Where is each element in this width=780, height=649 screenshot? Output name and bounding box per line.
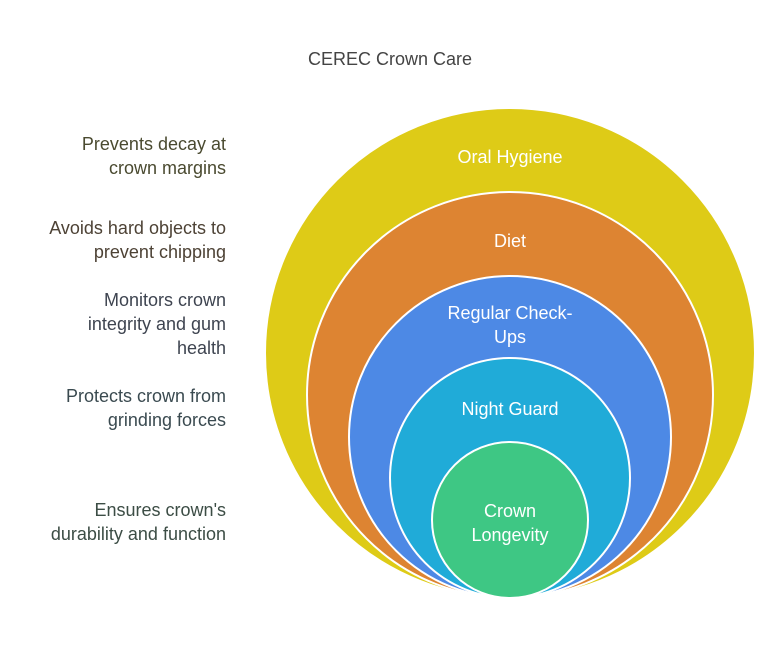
label-regular-check-ups-line2: Ups (494, 327, 526, 347)
label-night-guard: Night Guard (461, 399, 558, 419)
description-line: Monitors crown (103, 290, 226, 310)
label-oral-hygiene: Oral Hygiene (457, 147, 562, 167)
description-line: crown margins (108, 158, 226, 178)
description-line: integrity and gum (87, 314, 226, 334)
description-oral-hygiene: Prevents decay at crown margins (6, 132, 226, 180)
description-line: Avoids hard objects to (49, 218, 226, 238)
description-line: health (176, 338, 226, 358)
description-line: Ensures crown's (94, 500, 226, 520)
description-night-guard: Protects crown from grinding forces (6, 384, 226, 432)
description-line: durability and function (50, 524, 226, 544)
label-crown-longevity-line2: Longevity (471, 525, 548, 545)
description-regular-check-ups: Monitors crown integrity and gum health (6, 288, 226, 360)
circle-crown-longevity (431, 441, 589, 599)
description-diet: Avoids hard objects to prevent chipping (6, 216, 226, 264)
description-line: Prevents decay at (81, 134, 226, 154)
label-crown-longevity-line1: Crown (484, 501, 536, 521)
description-crown-longevity: Ensures crown's durability and function (6, 498, 226, 546)
label-regular-check-ups-line1: Regular Check- (447, 303, 572, 323)
label-diet: Diet (494, 231, 526, 251)
description-line: prevent chipping (93, 242, 226, 262)
description-line: grinding forces (107, 410, 226, 430)
description-line: Protects crown from (65, 386, 226, 406)
diagram-title: CEREC Crown Care (307, 49, 473, 69)
